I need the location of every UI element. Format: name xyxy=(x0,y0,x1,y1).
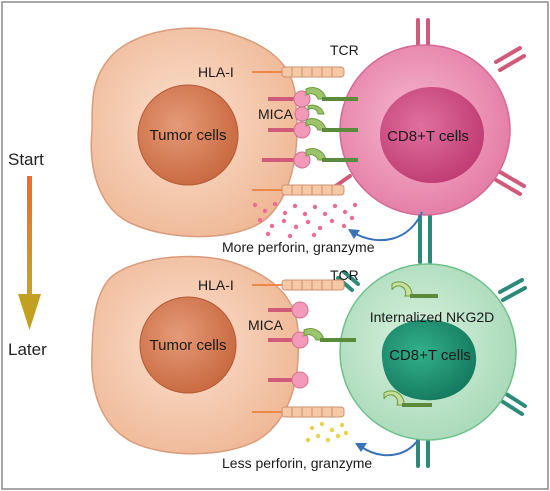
later-label: Later xyxy=(8,340,47,359)
internalized-label: Internalized NKG2D xyxy=(370,309,495,325)
secretion-arrow-bottom-head xyxy=(355,443,367,452)
secretion-arrow-top-head xyxy=(348,229,360,239)
secretion-arrow-bottom xyxy=(359,439,419,457)
bottom-panel: Tumor cells Internalized NKG2D CD8+T cel… xyxy=(91,238,527,471)
output-label-top: More perforin, granzyme xyxy=(222,239,375,255)
tcell-label-bottom: CD8+T cells xyxy=(389,347,471,364)
output-label-bottom: Less perforin, granzyme xyxy=(222,455,372,471)
hla-tcr-complex-bottom xyxy=(252,279,345,291)
start-label: Start xyxy=(8,150,44,169)
hla-tcr-complex-top-lower xyxy=(252,184,345,196)
granules-bottom xyxy=(305,421,349,443)
mica-label-top: MICA xyxy=(258,106,294,122)
tcell-label-top: CD8+T cells xyxy=(387,128,469,145)
tcr-label-bottom: TCR xyxy=(330,267,359,283)
mica-pair-top-4 xyxy=(294,104,325,122)
tumor-label-top: Tumor cells xyxy=(150,127,227,144)
mica-pairs-bottom xyxy=(268,301,356,389)
hla-tcr-complex-bottom-lower xyxy=(252,406,345,418)
tcr-label-top: TCR xyxy=(330,42,359,58)
mica-free-bottom-1 xyxy=(268,301,309,319)
secretion-arrow-top xyxy=(351,211,423,242)
time-arrow-head xyxy=(18,294,41,330)
tumor-nucleus-bottom xyxy=(139,296,237,394)
mica-pair-top-2 xyxy=(268,118,358,139)
tcell-bottom-nucleus xyxy=(381,319,477,401)
time-axis: Start Later xyxy=(8,150,47,359)
mica-label-bottom: MICA xyxy=(248,317,284,333)
hla-label-top: HLA-I xyxy=(198,64,234,80)
mica-nkg2d-pairs-top xyxy=(262,87,358,169)
mica-pair-top-1 xyxy=(268,87,358,108)
top-panel: Tumor cells CD8+T cells HLA-I TCR MICA xyxy=(90,18,526,255)
mica-pair-top-3 xyxy=(262,148,358,169)
tcell-top-nucleus xyxy=(380,87,484,183)
tcell-top-surface-receptors xyxy=(328,18,526,242)
granules-top xyxy=(252,201,358,239)
tumor-label-bottom: Tumor cells xyxy=(150,337,227,354)
hla-label-bottom: HLA-I xyxy=(198,277,234,293)
tumor-nucleus-top xyxy=(137,84,239,186)
hla-tcr-complex-top xyxy=(252,66,345,78)
time-arrow-shaft xyxy=(27,176,32,294)
internalized-nkg2d-markers xyxy=(383,281,438,407)
mica-bound-bottom xyxy=(268,328,356,349)
mica-free-bottom-2 xyxy=(268,371,309,389)
